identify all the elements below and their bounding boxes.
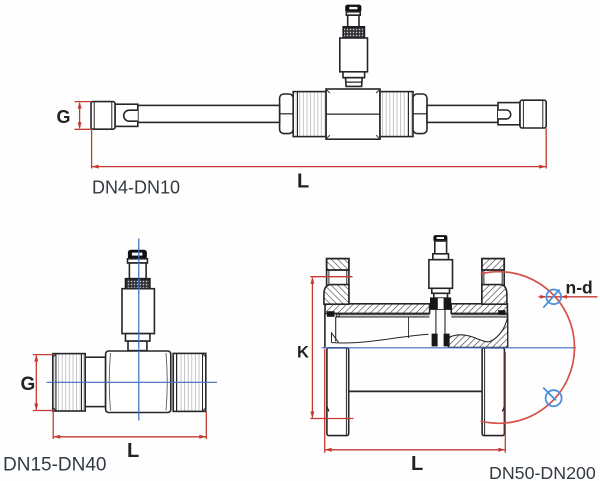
svg-text:DN50-DN200: DN50-DN200 [489,463,596,481]
svg-text:L: L [411,453,423,475]
svg-text:L: L [127,440,139,462]
svg-text:G: G [57,107,71,127]
svg-text:L: L [297,171,309,193]
svg-text:K: K [297,344,309,362]
svg-text:G: G [21,374,36,395]
svg-text:DN4-DN10: DN4-DN10 [92,178,180,198]
svg-text:n-d: n-d [566,278,593,298]
svg-text:DN15-DN40: DN15-DN40 [3,455,106,476]
